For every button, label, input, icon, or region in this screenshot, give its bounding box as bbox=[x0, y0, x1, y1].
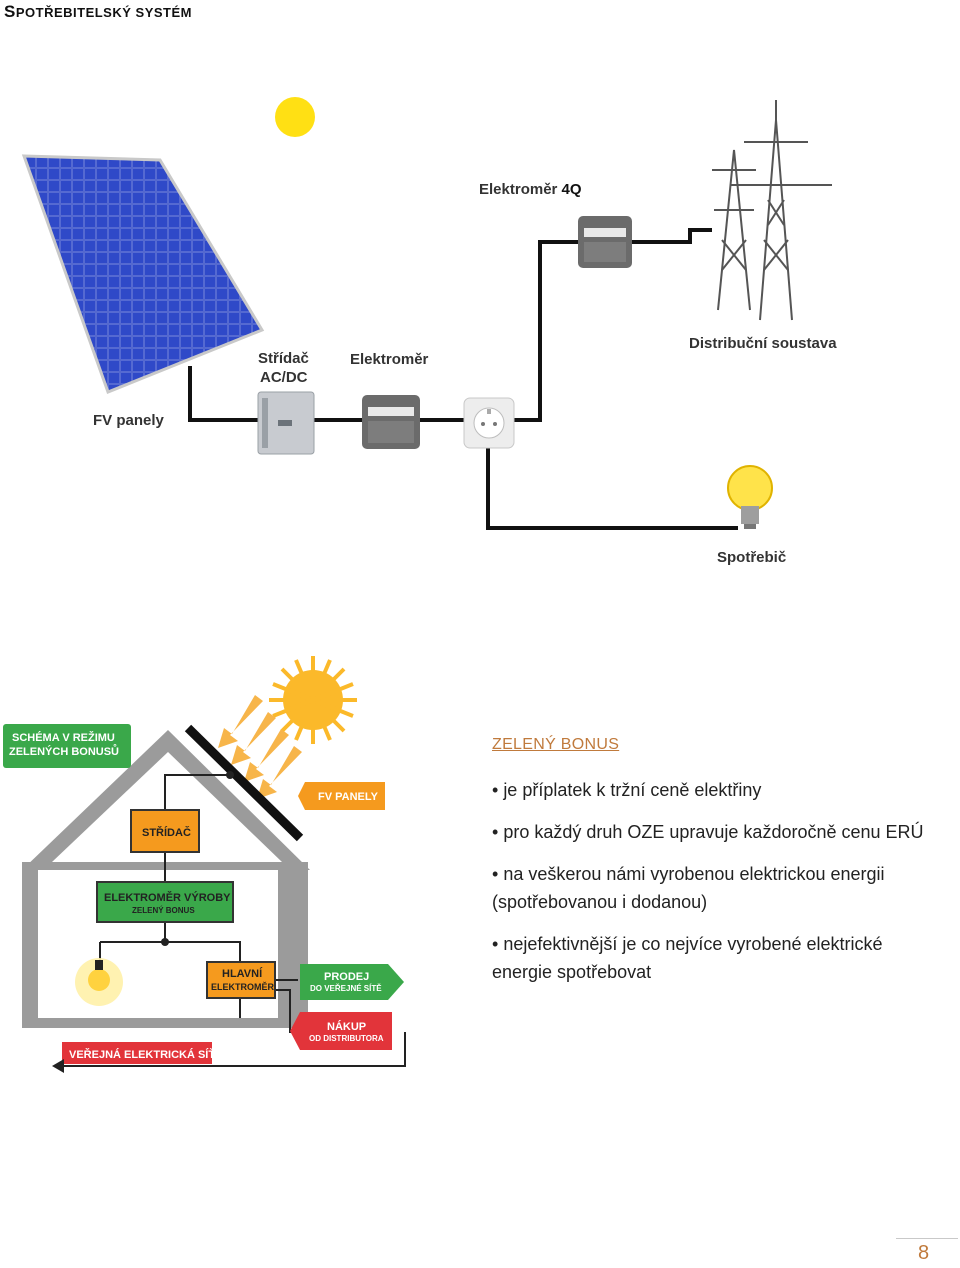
footer-divider bbox=[896, 1238, 958, 1239]
page-header: SPOTŘEBITELSKÝ SYSTÉM bbox=[4, 2, 192, 22]
bullet-item: pro každý druh OZE upravuje každoročně c… bbox=[492, 818, 932, 846]
bonus-bullet-list: je příplatek k tržní ceně elektřiny pro … bbox=[492, 776, 932, 1000]
roof-solar-panel bbox=[184, 724, 304, 842]
wiring bbox=[188, 228, 738, 530]
bullet-item: nejefektivnější je co nejvíce vyrobené e… bbox=[492, 930, 932, 986]
meter-4q-icon bbox=[578, 216, 632, 268]
header-rest: POTŘEBITELSKÝ SYSTÉM bbox=[15, 5, 192, 20]
power-socket-icon bbox=[463, 397, 515, 449]
scheme-badge: SCHÉMA V REŽIMU ZELENÝCH BONUSŮ bbox=[3, 724, 131, 768]
svg-text:SCHÉMA V REŽIMU: SCHÉMA V REŽIMU bbox=[12, 731, 115, 744]
buy-arrow: NÁKUP OD DISTRIBUTORA bbox=[290, 1004, 392, 1050]
svg-text:DO VEŘEJNÉ SÍTĚ: DO VEŘEJNÉ SÍTĚ bbox=[310, 984, 382, 993]
fv-panels-tag: FV PANELY bbox=[298, 782, 385, 810]
svg-text:OD DISTRIBUTORA: OD DISTRIBUTORA bbox=[309, 1034, 384, 1043]
light-bulb-icon bbox=[75, 958, 123, 1006]
bullet-item: je příplatek k tržní ceně elektřiny bbox=[492, 776, 932, 804]
solar-panel-icon bbox=[21, 154, 265, 394]
sun-icon bbox=[275, 97, 315, 137]
sunlight-arrows-icon bbox=[218, 695, 302, 799]
inverter-icon bbox=[257, 391, 315, 455]
inverter-box: STŘÍDAČ bbox=[130, 809, 200, 853]
production-meter-box: ELEKTROMĚR VÝROBY ZELENÝ BONUS bbox=[96, 881, 234, 923]
solar-system-diagram: Elektroměr 4Q Střídač AC/DC Elektroměr F… bbox=[21, 97, 837, 566]
svg-text:FV PANELY: FV PANELY bbox=[318, 791, 379, 803]
main-meter-box: HLAVNÍ ELEKTROMĚR bbox=[206, 961, 276, 999]
svg-text:ZELENÝCH BONUSŮ: ZELENÝCH BONUSŮ bbox=[9, 744, 119, 758]
meter-label: Elektroměr bbox=[350, 351, 429, 368]
sell-arrow: PRODEJ DO VEŘEJNÉ SÍTĚ bbox=[300, 964, 404, 1000]
svg-text:HLAVNÍ: HLAVNÍ bbox=[222, 967, 263, 980]
svg-text:STŘÍDAČ: STŘÍDAČ bbox=[142, 826, 191, 839]
svg-text:ELEKTROMĚR: ELEKTROMĚR bbox=[211, 981, 275, 992]
meter4q-label: Elektroměr 4Q bbox=[479, 181, 582, 198]
bonus-title: ZELENÝ BONUS bbox=[492, 736, 620, 753]
bullet-item: na veškerou námi vyrobenou elektrickou e… bbox=[492, 860, 932, 916]
svg-text:ELEKTROMĚR VÝROBY: ELEKTROMĚR VÝROBY bbox=[104, 891, 231, 904]
svg-text:VEŘEJNÁ ELEKTRICKÁ SÍŤ: VEŘEJNÁ ELEKTRICKÁ SÍŤ bbox=[69, 1048, 215, 1061]
header-initial: S bbox=[4, 2, 16, 21]
svg-text:ZELENÝ BONUS: ZELENÝ BONUS bbox=[132, 906, 195, 915]
svg-text:NÁKUP: NÁKUP bbox=[327, 1020, 366, 1033]
green-bonus-house-diagram: SCHÉMA V REŽIMU ZELENÝCH BONUSŮ FV PANEL… bbox=[3, 656, 406, 1073]
inverter-label-1: Střídač bbox=[258, 350, 309, 367]
power-pylon-icon bbox=[712, 100, 832, 321]
light-bulb-icon bbox=[727, 465, 773, 529]
consumer-label: Spotřebič bbox=[717, 549, 786, 566]
sun-icon bbox=[269, 656, 357, 744]
svg-text:PRODEJ: PRODEJ bbox=[324, 971, 369, 983]
panels-label: FV panely bbox=[93, 412, 165, 429]
meter-icon bbox=[362, 395, 420, 449]
public-grid-label: VEŘEJNÁ ELEKTRICKÁ SÍŤ bbox=[52, 1042, 215, 1073]
inverter-label-2: AC/DC bbox=[260, 369, 308, 386]
grid-label: Distribuční soustava bbox=[689, 335, 837, 352]
page-number: 8 bbox=[918, 1242, 930, 1264]
